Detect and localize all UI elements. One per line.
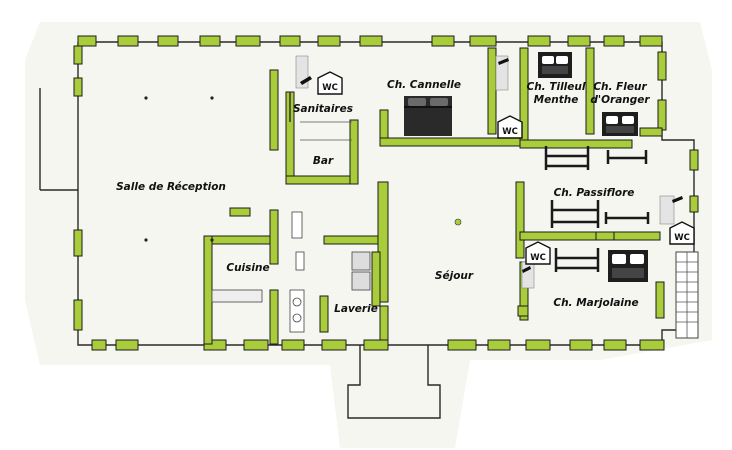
room-label-oranger-1: Ch. Fleur [593,81,647,93]
wc-label: WC [674,233,690,243]
room-label-cuisine: Cuisine [226,262,269,274]
stairs-icon [675,251,699,339]
wc-sign-icon: WC [525,241,551,265]
double-bed-icon [608,250,648,282]
double-bed-icon [602,112,638,136]
bunk-bed-icon [544,146,650,272]
double-bed-icon [404,96,452,136]
wc-sign-icon: WC [669,221,695,245]
shower-icon [300,58,683,273]
sink-icon [292,297,302,307]
room-label-tilleul-1: Ch. Tilleul [527,81,586,93]
double-bed-icon [538,52,572,78]
ceiling-points [144,96,462,242]
room-label-bar: Bar [313,155,334,167]
room-label-passiflore: Ch. Passiflore [554,187,635,199]
side-walls [73,45,699,331]
room-label-marjolaine: Ch. Marjolaine [553,297,638,309]
room-label-oranger-2: d'Oranger [590,94,650,106]
kitchen-fixtures [211,211,371,333]
bottom-wall-segments [91,339,665,351]
wc-label: WC [530,253,546,263]
wc-sign-icon: WC [317,71,343,95]
room-label-tilleul-2: Menthe [534,94,579,106]
wc-label: WC [502,127,518,137]
room-label-laverie: Laverie [334,303,378,315]
shower-zones [295,55,675,289]
room-labels: Salle de Réception Sanitaires Ch. Cannel… [116,79,650,315]
room-label-sanitaires: Sanitaires [293,103,353,115]
room-label-sejour: Séjour [435,270,474,282]
wc-label: WC [322,83,338,93]
room-label-reception: Salle de Réception [116,181,226,193]
wc-sign-icon: WC [497,115,523,139]
top-wall-segments [77,35,663,47]
room-label-cannelle: Ch. Cannelle [387,79,461,91]
interior-walls [203,47,663,345]
